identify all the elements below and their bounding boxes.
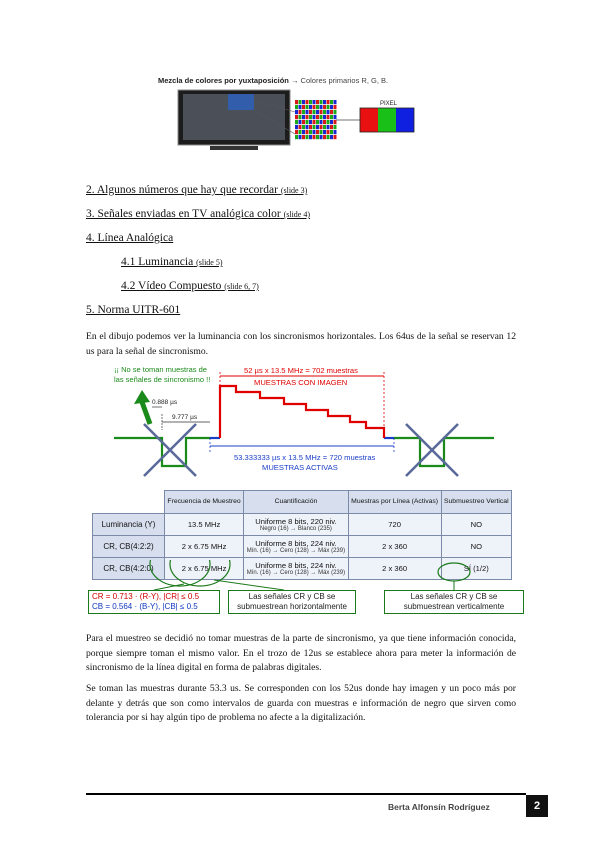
time-0888-label: 0.888 µs: [152, 399, 178, 406]
active-samples-label: MUESTRAS ACTIVAS: [262, 463, 338, 472]
table-row: CR, CB(4:2:0) 2 x 6.75 MHz Uniforme 8 bi…: [92, 557, 513, 580]
crossed-sync-right-icon: [405, 423, 459, 477]
tv-icon: [177, 89, 291, 150]
color-mixing-title: Mezcla de colores por yuxtaposición → Co…: [158, 76, 389, 85]
color-mixing-figure: Mezcla de colores por yuxtaposición → Co…: [150, 72, 450, 154]
green-arrow-icon: [134, 390, 153, 425]
no-sync-samples-note-line1: ¡¡ No se toman muestras de: [114, 365, 207, 374]
image-samples-formula: 52 µs x 13.5 MHz = 702 muestras: [244, 366, 358, 375]
page-number: 2: [526, 795, 548, 817]
section-3-heading: 3. Señales enviadas en TV analógica colo…: [86, 208, 311, 220]
no-sync-samples-note-line2: las señales de sincronismo !!: [114, 375, 210, 384]
sync-right-trace: [394, 436, 494, 468]
footer-author: Berta Alfonsín Rodríguez: [388, 802, 490, 812]
luminance-signal-figure: 52 µs x 13.5 MHz = 702 muestras MUESTRAS…: [114, 365, 494, 477]
header-frequency: Frecuencia de Muestreo: [163, 490, 245, 514]
paragraph-intro: En el dibujo podemos ver la luminancia c…: [86, 331, 516, 357]
crossed-sync-left-icon: [143, 423, 197, 477]
chroma-formula-box: CR = 0.713 · (R-Y), |CR| ≤ 0.5 CB = 0.56…: [88, 590, 220, 614]
callout-circles: [149, 560, 471, 591]
sync-left-trace: [114, 436, 210, 468]
sampling-spec-table: Frecuencia de Muestreo Cuantificación Mu…: [92, 490, 513, 580]
footer-rule: [86, 793, 526, 795]
color-mixing-drawing: PIXEL: [177, 89, 415, 150]
row-label: CR, CB(4:2:2): [92, 535, 165, 558]
header-quantization: Cuantificación: [243, 490, 349, 514]
image-samples-label: MUESTRAS CON IMAGEN: [254, 378, 347, 387]
vertical-subsampling-box: Las señales CR y CB se submuestrean vert…: [384, 590, 524, 614]
horizontal-subsampling-box: Las señales CR y CB se submuestrean hori…: [228, 590, 356, 614]
table-callouts: CR = 0.713 · (R-Y), |CR| ≤ 0.5 CB = 0.56…: [84, 560, 524, 620]
table-row: CR, CB(4:2:2) 2 x 6.75 MHz Uniforme 8 bi…: [92, 535, 513, 558]
paragraph-active-samples: Se toman las muestras durante 53.3 us. S…: [86, 683, 516, 723]
pixel-label: PIXEL: [380, 101, 398, 107]
section-4-2-heading: 4.2 Vídeo Compuesto (slide 6, 7): [121, 280, 259, 292]
section-4-heading: 4. Línea Analógica: [86, 232, 174, 244]
section-4-1-heading: 4.1 Luminancia (slide 5): [121, 256, 223, 268]
subpixel-grid-icon: [295, 100, 337, 140]
active-samples-formula: 53.333333 µs x 13.5 MHz = 720 muestras: [234, 453, 376, 462]
header-vertical-subsampling: Submuestreo Vertical: [440, 490, 513, 514]
time-9777-label: 9.777 µs: [172, 414, 198, 421]
section-5-heading: 5. Norma UITR-601: [86, 304, 181, 316]
row-label: CR, CB(4:2:0): [92, 557, 165, 580]
luminance-staircase-trace: [218, 384, 386, 438]
header-samples: Muestras por Línea (Activas): [347, 490, 442, 514]
pixel-icon: [359, 107, 415, 133]
section-2-heading: 2. Algunos números que hay que recordar …: [86, 184, 308, 196]
row-label: Luminancia (Y): [92, 513, 165, 536]
paragraph-sampling: Para el muestreo se decidió no tomar mue…: [86, 633, 516, 673]
table-row: Luminancia (Y) 13.5 MHz Uniforme 8 bits,…: [92, 513, 513, 536]
